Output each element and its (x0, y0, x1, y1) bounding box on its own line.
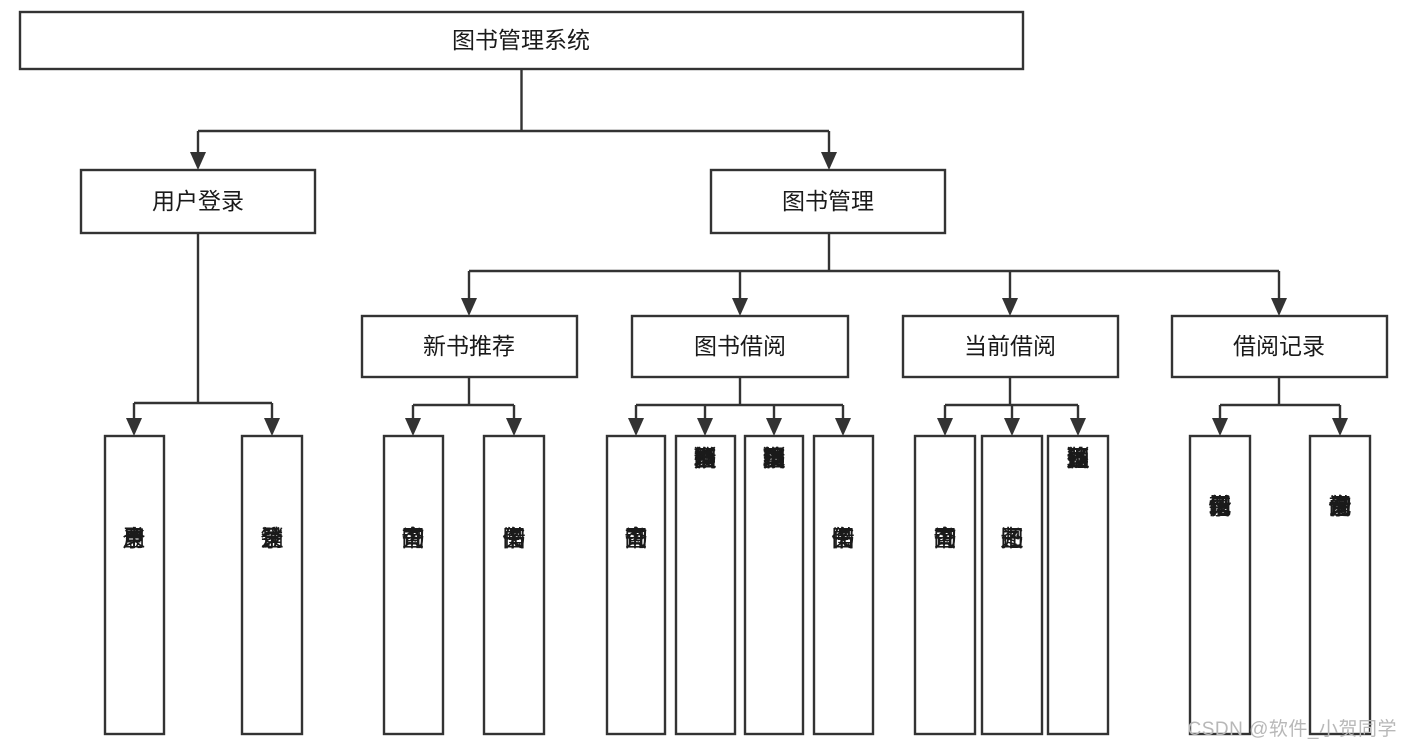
node-leaf-borrow-book-1-box[interactable] (482, 434, 546, 736)
node-leaf-query-record-label: 查询借阅记录 (1329, 493, 1352, 519)
arrowhead-borrow-record (1271, 298, 1287, 316)
node-leaf-return-book[interactable]: 归还图书 (980, 434, 1044, 736)
arrowhead-leaf-logout (264, 418, 280, 436)
node-leaf-confirm-return-label: 确认归还（管理员） (1067, 445, 1090, 471)
node-borrow-record-box[interactable] (1170, 314, 1389, 379)
node-book-manage-box[interactable] (709, 168, 947, 235)
node-new-book-rec[interactable]: 新书推荐 (360, 314, 579, 379)
node-leaf-query-book-1-label: 查询图书 (402, 525, 425, 551)
node-leaf-user-login-box[interactable] (103, 434, 166, 736)
arrowhead-leaf-query-book-2 (628, 418, 644, 436)
node-leaf-query-book-2-box[interactable] (605, 434, 667, 736)
node-book-manage-label: 图书管理 (782, 188, 874, 214)
node-leaf-query-book-3-label: 查询图书 (934, 525, 957, 551)
node-leaf-logout-label: 注销登录 (261, 525, 284, 551)
node-leaf-query-book-2[interactable]: 查询图书 (605, 434, 667, 736)
node-leaf-add-book-box[interactable] (674, 434, 737, 736)
arrowhead-leaf-borrow-book-1 (506, 418, 522, 436)
node-new-book-rec-box[interactable] (360, 314, 579, 379)
node-leaf-query-record-box[interactable] (1308, 434, 1372, 736)
arrowhead-leaf-add-book (697, 418, 713, 436)
node-user-login-label: 用户登录 (152, 188, 244, 214)
node-leaf-add-record-label: 新增借阅记录 (1209, 493, 1232, 519)
connector-layer (126, 69, 1348, 436)
node-user-login[interactable]: 用户登录 (79, 168, 317, 235)
node-book-manage[interactable]: 图书管理 (709, 168, 947, 235)
node-leaf-query-book-1-box[interactable] (382, 434, 445, 736)
node-borrow-record[interactable]: 借阅记录 (1170, 314, 1389, 379)
node-book-borrow-label: 图书借阅 (694, 333, 786, 359)
node-leaf-add-book[interactable]: 新增图书（管理员） (674, 434, 737, 736)
node-current-borrow-box[interactable] (901, 314, 1120, 379)
node-root-box[interactable] (18, 10, 1025, 71)
node-leaf-borrow-book-2-box[interactable] (812, 434, 875, 736)
node-book-borrow-box[interactable] (630, 314, 850, 379)
node-leaf-query-book-1[interactable]: 查询图书 (382, 434, 445, 736)
node-leaf-return-book-box[interactable] (980, 434, 1044, 736)
node-leaf-add-record[interactable]: 新增借阅记录 (1188, 434, 1252, 736)
arrowhead-leaf-confirm-return (1070, 418, 1086, 436)
node-leaf-edit-book-box[interactable] (743, 434, 805, 736)
node-root[interactable]: 图书管理系统 (18, 10, 1025, 71)
node-leaf-query-book-2-label: 查询图书 (625, 525, 648, 551)
node-leaf-confirm-return-box[interactable] (1046, 434, 1110, 736)
node-current-borrow[interactable]: 当前借阅 (901, 314, 1120, 379)
arrowhead-leaf-borrow-book-2 (835, 418, 851, 436)
node-root-label: 图书管理系统 (452, 27, 590, 53)
arrowhead-leaf-query-book-3 (937, 418, 953, 436)
node-leaf-confirm-return[interactable]: 确认归还（管理员） (1046, 434, 1110, 736)
node-leaf-borrow-book-1-label: 借阅图书 (503, 525, 526, 551)
arrowhead-leaf-query-book-1 (405, 418, 421, 436)
node-leaf-return-book-label: 归还图书 (1001, 525, 1024, 551)
node-leaf-borrow-book-2-label: 借阅图书 (832, 525, 855, 551)
arrowhead-new-book-rec (461, 298, 477, 316)
node-user-login-box[interactable] (79, 168, 317, 235)
node-leaf-query-record[interactable]: 查询借阅记录 (1308, 434, 1372, 736)
node-borrow-record-label: 借阅记录 (1233, 333, 1325, 359)
node-leaf-query-book-3-box[interactable] (913, 434, 977, 736)
node-leaf-logout-box[interactable] (240, 434, 304, 736)
node-leaf-logout[interactable]: 注销登录 (240, 434, 304, 736)
node-leaf-user-login[interactable]: 用户登录 (103, 434, 166, 736)
arrowhead-leaf-add-record (1212, 418, 1228, 436)
arrowhead-book-borrow (732, 298, 748, 316)
arrowhead-user-login (190, 152, 206, 170)
node-leaf-query-book-3[interactable]: 查询图书 (913, 434, 977, 736)
arrowhead-leaf-query-record (1332, 418, 1348, 436)
node-leaf-add-record-box[interactable] (1188, 434, 1252, 736)
arrowhead-leaf-edit-book (766, 418, 782, 436)
arrowhead-book-manage (821, 152, 837, 170)
node-leaf-edit-book[interactable]: 编辑图书（管理员） (743, 434, 805, 736)
node-leaf-edit-book-label: 编辑图书（管理员） (763, 445, 786, 471)
arrowhead-current-borrow (1002, 298, 1018, 316)
node-new-book-rec-label: 新书推荐 (423, 333, 515, 359)
node-leaf-add-book-label: 新增图书（管理员） (694, 445, 717, 471)
arrowhead-leaf-user-login (126, 418, 142, 436)
node-leaf-borrow-book-1[interactable]: 借阅图书 (482, 434, 546, 736)
arrowhead-leaf-return-book (1004, 418, 1020, 436)
node-book-borrow[interactable]: 图书借阅 (630, 314, 850, 379)
node-leaf-borrow-book-2[interactable]: 借阅图书 (812, 434, 875, 736)
node-current-borrow-label: 当前借阅 (964, 333, 1056, 359)
node-leaf-user-login-label: 用户登录 (123, 525, 146, 551)
